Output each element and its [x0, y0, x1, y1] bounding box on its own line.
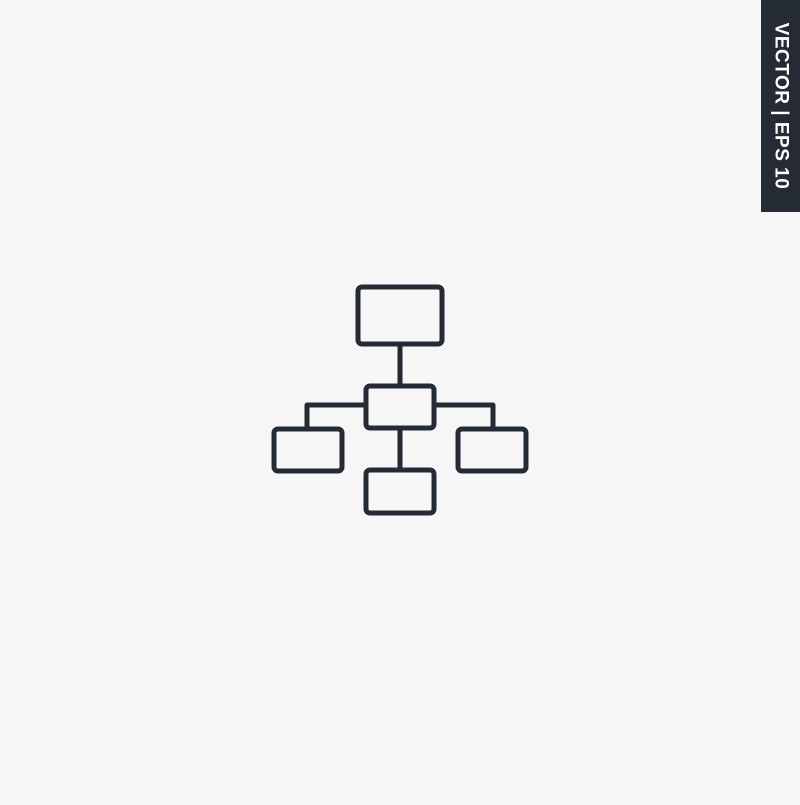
left-node-box — [271, 426, 345, 474]
left-branch-line — [304, 402, 369, 432]
top-node-box — [355, 284, 445, 347]
bottom-node-box — [363, 467, 437, 516]
vector-eps-badge: VECTOR | EPS 10 — [761, 0, 800, 212]
right-branch-line — [431, 402, 496, 432]
right-node-box — [455, 426, 529, 474]
vector-eps-badge-label: VECTOR | EPS 10 — [770, 22, 792, 190]
middle-node-box — [363, 383, 437, 431]
